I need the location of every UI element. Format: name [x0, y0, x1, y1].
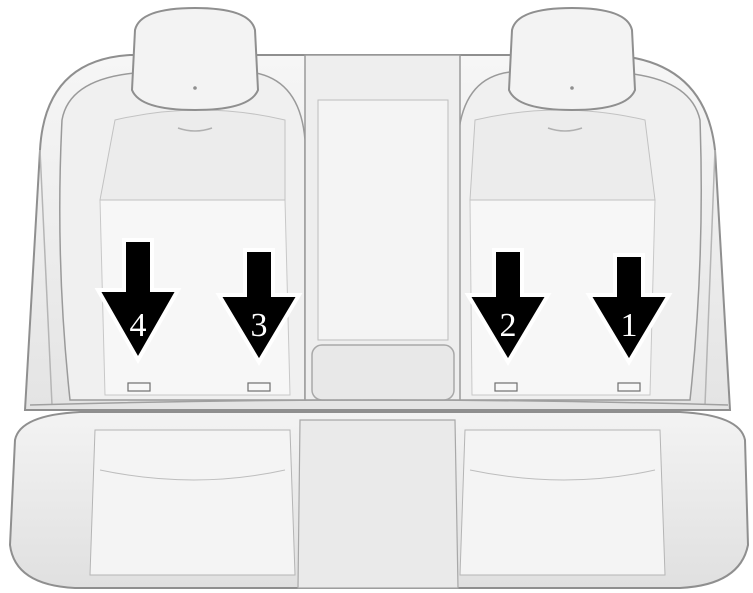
- callout-label-3: 3: [251, 307, 268, 344]
- left-seatback: [59, 71, 306, 401]
- anchor-bar-3: [247, 382, 271, 392]
- center-seatback: [304, 54, 461, 401]
- callout-label-4: 4: [130, 307, 147, 344]
- right-headrest: [507, 6, 637, 112]
- right-seatback: [457, 71, 702, 401]
- callout-arrow-4: 4: [94, 238, 182, 365]
- seat-bight-line: [29, 399, 729, 406]
- callout-arrow-2: 2: [464, 248, 552, 366]
- callout-label-2: 2: [500, 307, 517, 344]
- callout-label-1: 1: [621, 307, 638, 344]
- left-headrest: [130, 6, 260, 112]
- anchor-bar-2: [494, 382, 518, 392]
- seat-cushion: [8, 411, 750, 589]
- callout-arrow-1: 1: [585, 253, 673, 366]
- anchor-bar-1: [617, 382, 641, 392]
- anchor-bar-4: [127, 382, 151, 392]
- lower-anchors: [127, 382, 641, 392]
- callout-arrow-3: 3: [215, 248, 303, 366]
